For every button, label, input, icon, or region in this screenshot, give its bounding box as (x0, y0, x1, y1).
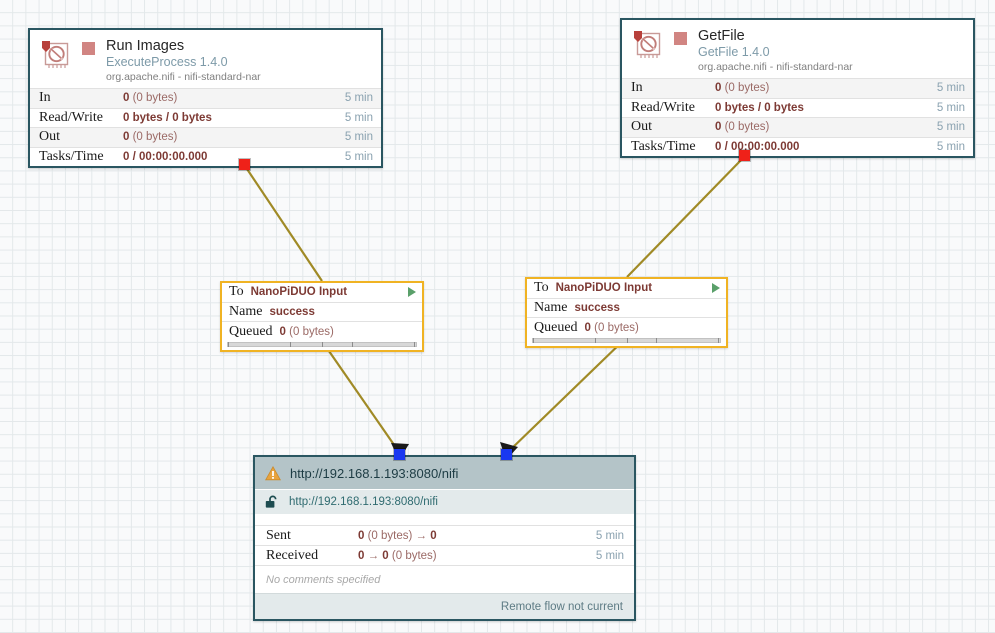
connection-name-row: Name success (527, 299, 726, 318)
stat-value: 0 (0 bytes) (715, 82, 770, 95)
stat-timeframe: 5 min (936, 82, 965, 95)
warning-triangle-icon[interactable] (265, 465, 281, 481)
stat-timeframe: 5 min (936, 140, 965, 153)
play-triangle-icon[interactable] (712, 283, 720, 294)
stat-row: Tasks/Time 0 / 00:00:00.000 5 min (30, 146, 381, 167)
stat-row: Read/Write 0 bytes / 0 bytes 5 min (30, 107, 381, 128)
connection-queued-value: 0 (0 bytes) (584, 321, 639, 334)
remote-process-group[interactable]: http://192.168.1.193:8080/nifi http://19… (253, 455, 636, 621)
rpg-header: http://192.168.1.193:8080/nifi (255, 457, 634, 489)
stat-label: In (631, 80, 643, 96)
stat-timeframe: 5 min (344, 150, 373, 163)
run-status-indicator-stopped[interactable] (82, 42, 95, 55)
stat-row: Out 0 (0 bytes) 5 min (30, 127, 381, 147)
connection-to-label: To (229, 284, 244, 300)
stat-value: 0 (0 bytes) (123, 92, 178, 105)
processor-icon (42, 41, 69, 68)
processor-type: GetFile 1.4.0 (698, 45, 770, 59)
processor-type: ExecuteProcess 1.4.0 (106, 55, 228, 69)
stat-label: Sent (266, 527, 291, 543)
stat-timeframe: 5 min (936, 101, 965, 114)
processor-bundle: org.apache.nifi - nifi-standard-nar (106, 71, 261, 83)
rpg-target-uri: http://192.168.1.193:8080/nifi (289, 496, 438, 508)
connection-queued-label: Queued (229, 323, 273, 339)
processor-name: Run Images (106, 38, 185, 54)
stat-label: Out (39, 129, 60, 145)
unlocked-padlock-icon (265, 495, 277, 508)
stat-timeframe: 5 min (595, 529, 624, 542)
stat-row: Tasks/Time 0 / 00:00:00.000 5 min (622, 136, 973, 157)
connection-source-port-run-images[interactable] (239, 159, 250, 170)
rpg-header-uri: http://192.168.1.193:8080/nifi (290, 465, 459, 481)
connection-name-row: Name success (222, 303, 422, 322)
connection-name-value: success (574, 301, 620, 314)
stat-value: 0 bytes / 0 bytes (123, 111, 212, 124)
connection-to-label: To (534, 280, 549, 296)
processor-getfile[interactable]: GetFile GetFile 1.4.0 org.apache.nifi - … (620, 18, 975, 158)
stat-label: Out (631, 119, 652, 135)
processor-header: Run Images ExecuteProcess 1.4.0 org.apac… (30, 30, 381, 88)
stat-timeframe: 5 min (344, 131, 373, 144)
connection-destination-row: To NanoPiDUO Input (222, 283, 422, 303)
stat-row: In 0 (0 bytes) 5 min (30, 88, 381, 108)
stat-label: Read/Write (631, 99, 695, 115)
rpg-comments: No comments specified (255, 565, 634, 593)
stat-label: In (39, 90, 51, 106)
wire-conn-right-to-rpg[interactable] (507, 336, 628, 453)
wire-conn-left-to-rpg[interactable] (321, 340, 400, 453)
connection-name-label: Name (534, 299, 568, 315)
connection-name-value: success (269, 305, 315, 318)
stat-value: 0 / 00:00:00.000 (123, 150, 208, 163)
back-pressure-bar (532, 337, 721, 343)
processor-bundle: org.apache.nifi - nifi-standard-nar (698, 61, 853, 73)
connection-destination-row: To NanoPiDUO Input (527, 279, 726, 299)
connection-to-value: NanoPiDUO Input (250, 286, 348, 299)
connection-getfile-success[interactable]: To NanoPiDUO Input Name success Queued 0… (525, 277, 728, 348)
stat-label: Tasks/Time (631, 138, 696, 154)
rpg-stat-received: Received 0 → 0 (0 bytes) 5 min (255, 545, 634, 565)
connection-source-port-getfile[interactable] (739, 150, 750, 161)
stat-value: 0 → 0 (0 bytes) (358, 549, 437, 562)
stat-timeframe: 5 min (344, 92, 373, 105)
stat-value: 0 / 00:00:00.000 (715, 140, 800, 153)
connection-name-label: Name (229, 303, 263, 319)
wire-getfile-to-conn-right[interactable] (626, 155, 746, 278)
connection-queued-row: Queued 0 (0 bytes) (527, 318, 726, 338)
stat-label: Tasks/Time (39, 148, 104, 164)
connection-to-value: NanoPiDUO Input (555, 282, 653, 295)
back-pressure-bar (227, 341, 417, 347)
connection-queued-row: Queued 0 (0 bytes) (222, 322, 422, 342)
stat-timeframe: 5 min (936, 121, 965, 134)
stat-row: Read/Write 0 bytes / 0 bytes 5 min (622, 97, 973, 118)
connection-destination-port-a[interactable] (394, 449, 405, 460)
stat-label: Received (266, 547, 319, 563)
stat-timeframe: 5 min (595, 549, 624, 562)
processor-name: GetFile (698, 28, 745, 44)
connection-queued-value: 0 (0 bytes) (279, 325, 334, 338)
processor-icon (634, 31, 661, 58)
wire-run-images-to-conn-left[interactable] (244, 165, 323, 282)
processor-header: GetFile GetFile 1.4.0 org.apache.nifi - … (622, 20, 973, 78)
rpg-flow-status: Remote flow not current (255, 593, 634, 619)
processor-run-images[interactable]: Run Images ExecuteProcess 1.4.0 org.apac… (28, 28, 383, 168)
stat-value: 0 (0 bytes) (123, 131, 178, 144)
stat-label: Read/Write (39, 109, 103, 125)
stat-value: 0 (0 bytes) (715, 121, 770, 134)
run-status-indicator-stopped[interactable] (674, 32, 687, 45)
stat-value: 0 (0 bytes) → 0 (358, 529, 437, 542)
stat-timeframe: 5 min (344, 111, 373, 124)
stat-row: In 0 (0 bytes) 5 min (622, 78, 973, 98)
rpg-stat-sent: Sent 0 (0 bytes) → 0 5 min (255, 525, 634, 545)
stat-row: Out 0 (0 bytes) 5 min (622, 117, 973, 137)
rpg-uri-row: http://192.168.1.193:8080/nifi (255, 489, 634, 514)
connection-queued-label: Queued (534, 319, 578, 335)
play-triangle-icon[interactable] (408, 287, 416, 298)
stat-value: 0 bytes / 0 bytes (715, 101, 804, 114)
connection-destination-port-b[interactable] (501, 449, 512, 460)
connection-run-images-success[interactable]: To NanoPiDUO Input Name success Queued 0… (220, 281, 424, 352)
rpg-spacer (255, 514, 634, 525)
